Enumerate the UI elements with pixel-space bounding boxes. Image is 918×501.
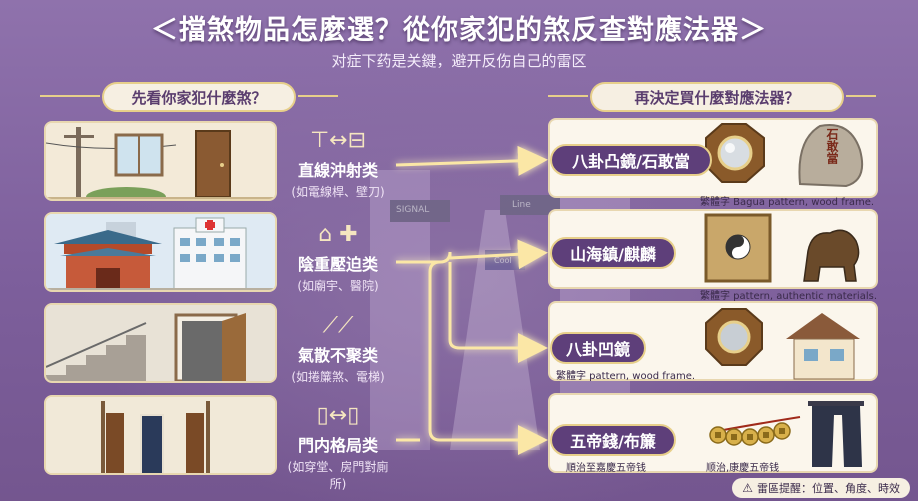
doors-icon: ▯↔▯ xyxy=(316,403,360,428)
corridor-illustration xyxy=(46,397,275,473)
bagua-stone-illustration xyxy=(705,123,864,188)
coins-curtain-illustration xyxy=(709,401,864,467)
remedy-caption-1: 繁體字 Bagua pattern, wood frame. xyxy=(700,197,875,208)
problem-label-2: ⌂ ✚ 陰重壓迫类 (如廟宇、醫院) xyxy=(282,222,394,294)
arrow-1 xyxy=(395,145,548,176)
stairs-icon: ⟋⟋ xyxy=(322,313,354,338)
problem-card-1 xyxy=(44,121,277,201)
warning-icon: ⚠ xyxy=(742,481,753,495)
problem-example-4: (如穿堂、房門對廁所) xyxy=(287,460,389,491)
left-section-header: 先看你家犯什麼煞？ xyxy=(102,82,296,112)
problem-label-4: ▯↔▯ 門内格局类 (如穿堂、房門對廁所) xyxy=(282,403,394,492)
remedy-name-4: 五帝錢/布簾 xyxy=(550,424,676,456)
arrow-3 xyxy=(448,262,548,363)
shanhai-qilin-illustration xyxy=(704,213,860,283)
warning-badge: ⚠ 雷區提醒：位置、角度、時效 xyxy=(732,478,910,498)
problem-example-3: (如捲簾煞、電梯) xyxy=(291,370,385,384)
problem-name-2: 陰重壓迫类 xyxy=(297,255,378,274)
temple-hospital-illustration xyxy=(46,214,275,290)
remedy-name-1: 八卦凸鏡/石敢當 xyxy=(550,144,712,176)
remedy-caption-3: 繁體字 pattern, wood frame. xyxy=(556,371,696,382)
divider xyxy=(298,95,338,97)
pole-wall-illustration xyxy=(46,123,275,199)
divider xyxy=(846,95,876,97)
remedy-name-2: 山海鎮/麒麟 xyxy=(550,237,676,269)
street-sign-text-2: Line xyxy=(512,200,531,210)
street-sign-text-3: Cool xyxy=(494,256,512,265)
arrow-4 xyxy=(428,260,548,455)
problem-label-3: ⟋⟋ 氣散不聚类 (如捲簾煞、電梯) xyxy=(282,313,394,385)
remedy-caption-4a: 順治至嘉慶五帝钱 xyxy=(566,463,646,474)
street-sign xyxy=(500,195,560,215)
page-title: ＜擋煞物品怎麼選？從你家犯的煞反查對應法器＞ xyxy=(151,15,767,46)
remedy-card-2 xyxy=(548,209,878,289)
right-section-header: 再決定買什麼對應法器？ xyxy=(590,82,844,112)
warning-text: 雷區提醒：位置、角度、時效 xyxy=(757,482,900,495)
street-sign-text-1: SIGNAL xyxy=(396,205,430,215)
problem-name-3: 氣散不聚类 xyxy=(297,346,378,365)
pole-corner-icon: ⊤↔⊟ xyxy=(309,128,367,153)
temple-hospital-icon: ⌂ ✚ xyxy=(318,222,358,247)
page-subtitle: 对症下药是关鍵，避开反伤自己的雷区 xyxy=(331,52,587,70)
divider xyxy=(40,95,100,97)
problem-name-1: 直線沖射类 xyxy=(297,161,378,180)
problem-label-1: ⊤↔⊟ 直線沖射类 (如電線桿、壁刀) xyxy=(282,128,394,200)
stone-inscription: 石敢當 xyxy=(825,128,839,164)
problem-card-4 xyxy=(44,395,277,475)
problem-card-2 xyxy=(44,212,277,292)
arrow-2 xyxy=(449,239,548,270)
remedy-caption-4b: 顺治,康慶五帝钱 xyxy=(706,463,780,474)
remedy-caption-2: 繁體字 pattern, authentic materials. xyxy=(700,291,877,302)
problem-name-4: 門内格局类 xyxy=(297,436,378,455)
problem-example-1: (如電線桿、壁刀) xyxy=(291,185,385,199)
problem-example-2: (如廟宇、醫院) xyxy=(297,279,379,293)
stairs-door-illustration xyxy=(46,305,275,381)
street-sign xyxy=(390,200,450,222)
divider xyxy=(548,95,588,97)
concave-bagua-house-illustration xyxy=(705,308,860,380)
problem-card-3 xyxy=(44,303,277,383)
remedy-name-3: 八卦凹鏡 xyxy=(550,332,646,364)
